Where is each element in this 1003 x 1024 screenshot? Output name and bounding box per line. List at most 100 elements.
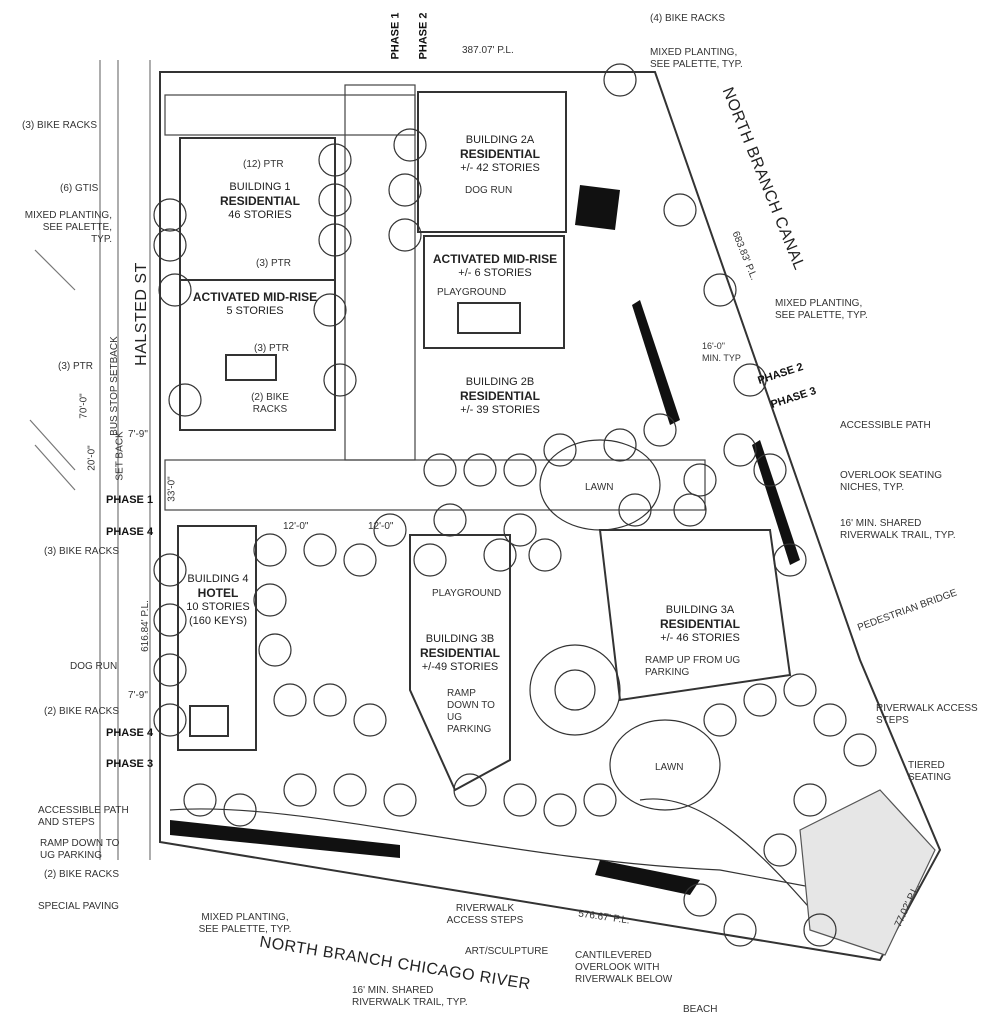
phase-label: PHASE 1 bbox=[106, 494, 154, 506]
building-type: RESIDENTIAL bbox=[659, 617, 740, 631]
callout: (3) BIKE RACKS bbox=[22, 120, 98, 131]
tree bbox=[663, 193, 697, 227]
tree bbox=[583, 783, 617, 817]
tree bbox=[318, 143, 352, 177]
lawn-label: LAWN bbox=[655, 762, 684, 773]
building-name: BUILDING 1 bbox=[229, 181, 291, 193]
dimension: 12'-0" bbox=[283, 521, 309, 532]
building-name: BUILDING 4 bbox=[187, 573, 249, 585]
callout: (2) BIKE RACKS bbox=[251, 392, 289, 415]
building-stories: +/- 6 STORIES bbox=[458, 267, 532, 279]
tree bbox=[153, 553, 187, 587]
phase-label: PHASE 4 bbox=[106, 727, 154, 739]
phase-label: PHASE 3 bbox=[106, 758, 154, 770]
tree bbox=[763, 833, 797, 867]
tree bbox=[463, 453, 497, 487]
building-type: RESIDENTIAL bbox=[219, 194, 300, 208]
phase-label: PHASE 4 bbox=[106, 526, 154, 538]
callout: MIXED PLANTING, SEE PALETTE, TYP. bbox=[775, 298, 868, 321]
tree bbox=[183, 783, 217, 817]
tree bbox=[333, 773, 367, 807]
tree bbox=[388, 173, 422, 207]
tree bbox=[158, 273, 192, 307]
lawn-label: LAWN bbox=[585, 482, 614, 493]
landscape bbox=[169, 439, 881, 921]
tree bbox=[683, 463, 717, 497]
building-stories: +/-49 STORIES bbox=[421, 661, 499, 673]
tree bbox=[223, 793, 257, 827]
tree bbox=[273, 683, 307, 717]
tree bbox=[503, 783, 537, 817]
tree bbox=[483, 538, 517, 572]
building-type: RESIDENTIAL bbox=[419, 646, 500, 660]
callout: TIERED SEATING bbox=[908, 760, 952, 783]
callout: ART/SCULPTURE bbox=[465, 946, 549, 957]
tree bbox=[153, 703, 187, 737]
dimension: 7'-9" bbox=[128, 429, 148, 440]
dimension: 7'-9" bbox=[128, 690, 148, 701]
building-stories: 46 STORIES bbox=[228, 209, 292, 221]
callout: RAMP UP FROM UG PARKING bbox=[645, 655, 741, 678]
tree bbox=[153, 653, 187, 687]
tree bbox=[313, 293, 347, 327]
building-stories: +/- 46 STORIES bbox=[660, 632, 740, 644]
tree bbox=[313, 683, 347, 717]
tree bbox=[803, 913, 837, 947]
callout: ACCESSIBLE PATH AND STEPS bbox=[38, 805, 129, 828]
building-stories: 5 STORIES bbox=[226, 305, 284, 317]
tree bbox=[603, 428, 637, 462]
tree bbox=[323, 363, 357, 397]
callout: (6) GTIS bbox=[60, 183, 99, 194]
building-name: ACTIVATED MID-RISE bbox=[432, 252, 558, 266]
dimension: SET BACK bbox=[114, 431, 126, 481]
tree bbox=[703, 273, 737, 307]
tree bbox=[253, 533, 287, 567]
tree bbox=[733, 363, 767, 397]
tree bbox=[393, 128, 427, 162]
callout: MIXED PLANTING, SEE PALETTE, TYP. bbox=[24, 210, 112, 245]
tree bbox=[503, 513, 537, 547]
tree bbox=[783, 673, 817, 707]
callout: PLAYGROUND bbox=[432, 588, 502, 599]
callout: (2) BIKE RACKS bbox=[44, 706, 120, 717]
tree bbox=[813, 703, 847, 737]
tree bbox=[353, 703, 387, 737]
property-line bbox=[159, 71, 942, 962]
building-name: ACTIVATED MID-RISE bbox=[192, 290, 318, 304]
tree bbox=[683, 883, 717, 917]
callout: CANTILEVERED OVERLOOK WITH RIVERWALK BEL… bbox=[575, 950, 673, 985]
tree bbox=[153, 198, 187, 232]
tree bbox=[318, 223, 352, 257]
midrise-2-label: ACTIVATED MID-RISE+/- 6 STORIES bbox=[425, 252, 565, 280]
tree bbox=[153, 603, 187, 637]
callout: SPECIAL PAVING bbox=[38, 901, 119, 912]
tree bbox=[258, 633, 292, 667]
tree bbox=[318, 183, 352, 217]
building-type: RESIDENTIAL bbox=[459, 389, 540, 403]
tree bbox=[373, 513, 407, 547]
callout: ACCESSIBLE PATH bbox=[840, 420, 931, 431]
tree bbox=[618, 493, 652, 527]
callout: OVERLOOK SEATING NICHES, TYP. bbox=[840, 470, 943, 493]
tree bbox=[153, 228, 187, 262]
callout: (4) BIKE RACKS bbox=[650, 13, 726, 24]
tree bbox=[528, 538, 562, 572]
tree bbox=[543, 433, 577, 467]
tree bbox=[793, 783, 827, 817]
tree bbox=[603, 63, 637, 97]
tree bbox=[743, 683, 777, 717]
dimension: 20'-0" bbox=[86, 445, 98, 471]
building-type: RESIDENTIAL bbox=[459, 147, 540, 161]
dark-planting-bands bbox=[170, 185, 800, 895]
tree bbox=[543, 793, 577, 827]
callout: RAMP DOWN TO UG PARKING bbox=[447, 688, 495, 735]
tree bbox=[283, 773, 317, 807]
